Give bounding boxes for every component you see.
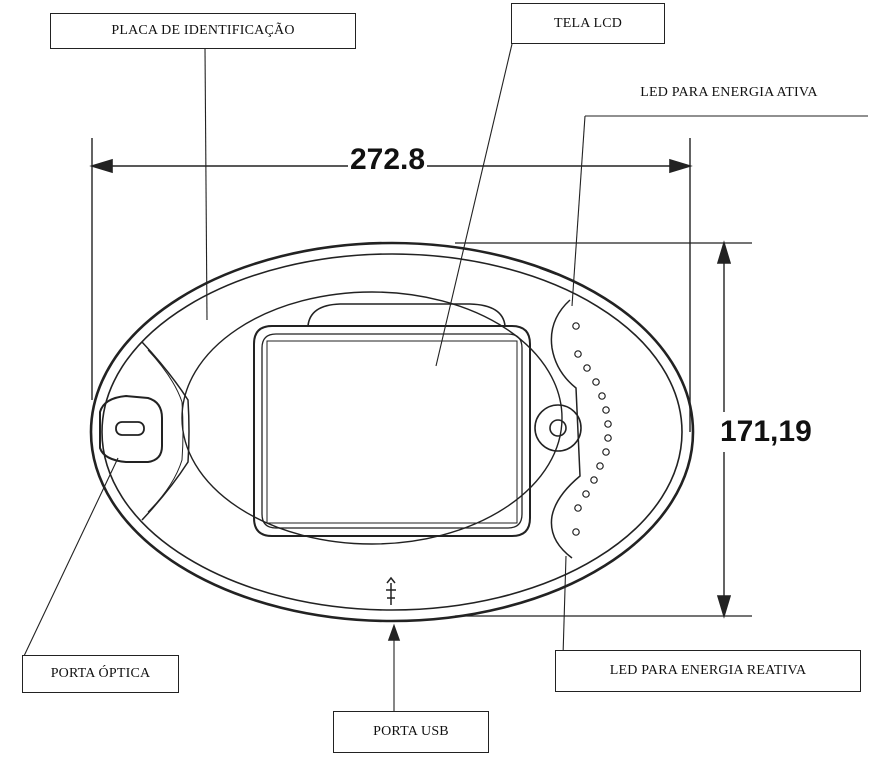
height-dimension-value: 171,19 (716, 412, 816, 452)
meter-outer-shell (89, 241, 695, 623)
led-dot (604, 434, 612, 442)
lcd-screen (266, 340, 518, 524)
leader-nameplate (204, 47, 208, 321)
optical-port-slot (115, 421, 145, 436)
led-dot (574, 504, 582, 512)
width-arrow-left (89, 158, 113, 174)
width-dimension-value: 272.8 (348, 140, 428, 180)
led-dots (572, 322, 612, 536)
led-dot (598, 392, 606, 400)
led-dot (583, 364, 591, 372)
led-dot (604, 420, 612, 428)
led-dot (572, 528, 580, 536)
led-active-label: LED PARA ENERGIA ATIVA (640, 85, 818, 100)
led-dot (582, 490, 590, 498)
leader-led-active (571, 115, 586, 307)
lcd-inner-frame (261, 333, 523, 529)
led-dot (574, 350, 582, 358)
led-reactive-label: LED PARA ENERGIA REATIVA (555, 650, 861, 692)
display-window-outline (181, 291, 563, 545)
meter-edge-notch (539, 267, 557, 275)
led-zone-outline (550, 299, 581, 559)
usb-port-label: PORTA USB (333, 711, 489, 753)
lcd-outer-frame (253, 325, 531, 537)
width-arrow-right (669, 158, 693, 174)
screw-hole (549, 419, 567, 437)
screw-housing (534, 404, 582, 452)
leader-led-reactive (562, 555, 567, 657)
leader-usb-arrow (387, 623, 401, 641)
optical-port-housing (99, 394, 163, 463)
leader-lcd (435, 43, 513, 367)
height-arrow-top (716, 240, 732, 264)
led-dot (602, 448, 610, 456)
meter-inner-rim (101, 253, 683, 611)
led-dot (572, 322, 580, 330)
led-dot (602, 406, 610, 414)
height-arrow-bottom (716, 595, 732, 619)
lcd-screen-label: TELA LCD (511, 3, 665, 44)
usb-icon (386, 576, 396, 605)
led-dot (592, 378, 600, 386)
nameplate-label: PLACA DE IDENTIFICAÇÃO (50, 13, 356, 49)
lcd-top-tab (307, 303, 506, 327)
leader-optical (23, 457, 119, 657)
optical-port-label: PORTA ÓPTICA (22, 655, 179, 693)
led-dot (590, 476, 598, 484)
led-dot (596, 462, 604, 470)
optical-port-zone-inner (147, 349, 184, 513)
optical-port-zone (141, 341, 190, 521)
